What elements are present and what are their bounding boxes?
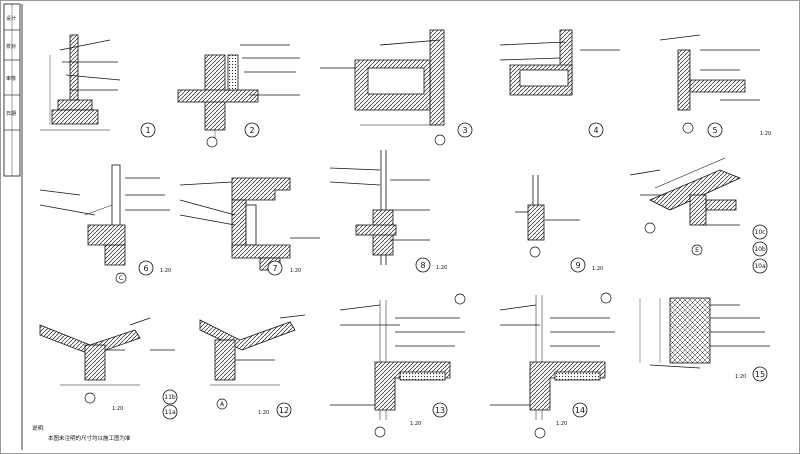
detail-marker-circle: [276, 402, 292, 418]
detail-6: [39, 164, 170, 266]
detail-number: 10b: [754, 246, 766, 253]
axis-marker-circle: [84, 392, 96, 404]
axis-marker-circle: [534, 427, 546, 439]
detail-4: [499, 29, 620, 96]
detail-number: 11b: [164, 394, 176, 401]
detail-5: [659, 34, 760, 111]
axis-marker-circle: [434, 134, 446, 146]
detail-marker-circle: [432, 402, 448, 418]
axis-marker-circle: [682, 122, 694, 134]
detail-number: 6: [143, 264, 148, 273]
axis-marker-circle: [529, 246, 541, 258]
axis-marker-circle: [644, 222, 656, 234]
detail-number: 5: [712, 126, 717, 135]
detail-marker-circle: [140, 122, 156, 138]
detail-number: 10a: [754, 263, 766, 270]
detail-marker-circle: [267, 260, 283, 276]
detail-15: [639, 297, 770, 369]
detail-number: 14: [575, 406, 585, 415]
axis-marker-circle: [374, 426, 386, 438]
detail-scale: 1:20: [592, 266, 603, 272]
detail-number: 8: [420, 261, 425, 270]
detail-number: 7: [272, 264, 277, 273]
axis-marker-circle: [216, 398, 228, 410]
detail-scale: 1:20: [160, 268, 171, 274]
detail-8: [329, 150, 430, 265]
detail-13: [330, 300, 465, 420]
detail-marker-circle: [457, 122, 473, 138]
detail-number: 15: [755, 370, 765, 379]
detail-scale: 1:20: [436, 265, 447, 271]
detail-11: [39, 317, 175, 386]
detail-12: [199, 314, 306, 386]
axis-marker-circle: [691, 244, 703, 256]
detail-scale: 1:20: [735, 374, 746, 380]
detail-marker-circle: [570, 257, 586, 273]
note-text: 本图未注明的尺寸均以施工图为准: [48, 434, 131, 442]
axis-marker-circle: [206, 136, 218, 148]
axis-letter: C: [119, 275, 123, 282]
detail-number: 1: [145, 126, 150, 135]
detail-marker-circle: [752, 241, 768, 257]
detail-10: [629, 157, 742, 226]
detail-2: [177, 44, 300, 140]
detail-scale: 1:20: [760, 131, 771, 137]
detail-marker-circle: [752, 366, 768, 382]
axis-marker-circle: [600, 292, 612, 304]
detail-scale: 1:20: [112, 406, 123, 412]
axis-marker-circle: [115, 272, 127, 284]
detail-14: [490, 295, 615, 420]
detail-number: 12: [279, 406, 289, 415]
title-block-label: 校对: [6, 43, 16, 50]
detail-scale: 1:20: [290, 268, 301, 274]
detail-marker-circle: [752, 224, 768, 240]
detail-marker-circle: [707, 122, 723, 138]
axis-letter: A: [220, 401, 225, 408]
detail-scale: 1:20: [556, 421, 567, 427]
detail-number: 3: [462, 126, 467, 135]
detail-marker-circle: [138, 260, 154, 276]
detail-scale: 1:20: [410, 421, 421, 427]
detail-marker-circle: [415, 257, 431, 273]
axis-letter: E: [695, 247, 699, 254]
detail-number: 10c: [755, 229, 766, 236]
detail-marker-circle: [572, 402, 588, 418]
detail-marker-circle: [588, 122, 604, 138]
detail-marker-circle: [244, 122, 260, 138]
detail-number: 11a: [164, 409, 176, 416]
title-block-label: 日期: [6, 111, 16, 117]
title-block-label: 设计: [6, 15, 16, 22]
detail-9: [515, 175, 580, 241]
detail-marker-circle: [162, 404, 178, 420]
detail-marker-circle: [162, 389, 178, 405]
detail-number: 9: [575, 261, 580, 270]
axis-marker-circle: [454, 293, 466, 305]
detail-marker-circle: [752, 258, 768, 274]
detail-3: [320, 29, 445, 126]
detail-scale: 1:20: [258, 410, 269, 416]
detail-1: [40, 34, 121, 131]
title-block: 设计 校对 审核 日期: [3, 3, 21, 177]
title-block-label: 审核: [6, 75, 16, 82]
detail-number: 4: [593, 126, 598, 135]
detail-number: 2: [249, 126, 254, 135]
note-label: 说明:: [32, 424, 45, 432]
detail-number: 13: [435, 406, 445, 415]
